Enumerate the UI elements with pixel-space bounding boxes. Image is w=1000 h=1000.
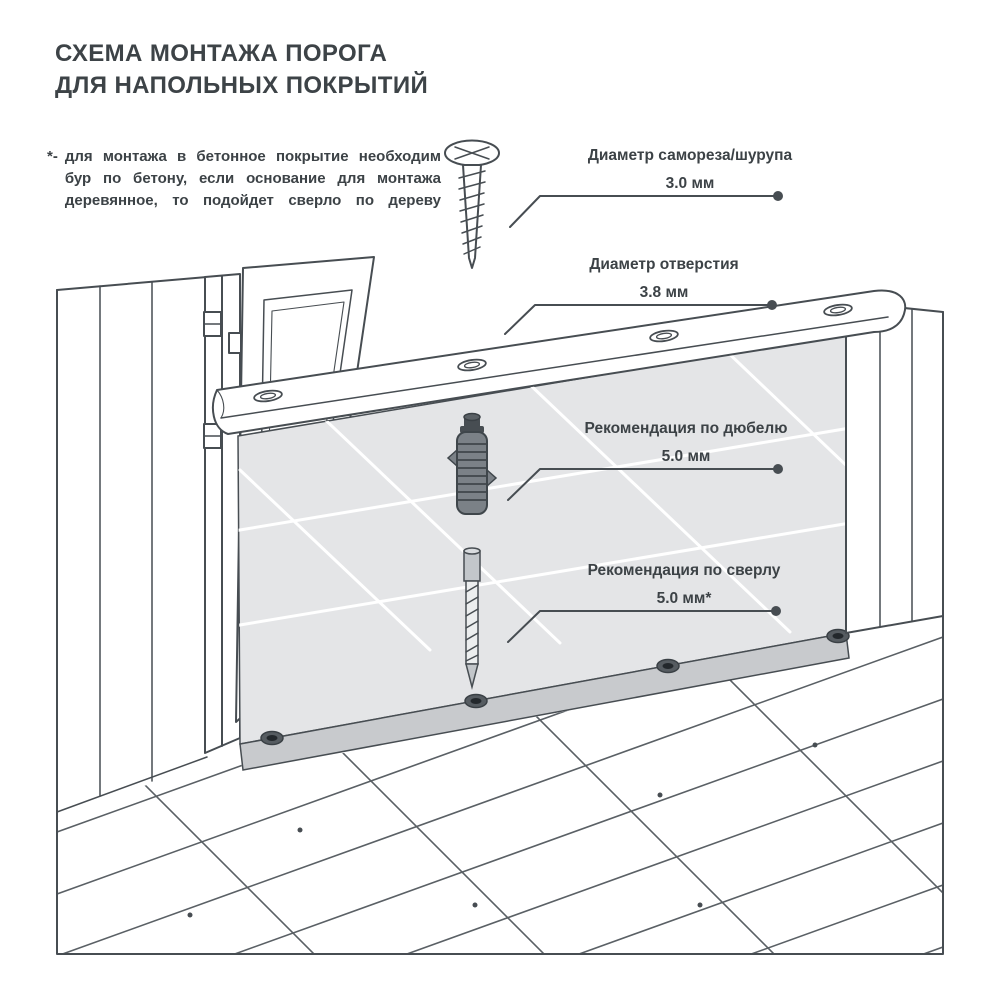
callout-hole-diameter-value: 3.8 мм [640,284,689,301]
screed-edge-band [239,628,850,771]
callout-screw-diameter-label: Диаметр самореза/шурупа [588,147,793,164]
callout-dot [767,300,777,310]
page-title-line2: ДЛЯ НАПОЛЬНЫХ ПОКРЫТИЙ [55,71,429,99]
page-title-line1: СХЕМА МОНТАЖА ПОРОГА [55,40,388,67]
footnote: *- для монтажа в бетонное покрытие необх… [47,146,441,211]
left-wall [56,276,208,813]
callout-drill-recommendation-value: 5.0 мм* [657,590,713,607]
callout-drill-recommendation-label: Рекомендация по сверлу [588,562,781,579]
dowel-holes [260,628,850,746]
footnote-marker: *- [47,148,58,165]
page-header: СХЕМА МОНТАЖА ПОРОГА ДЛЯ НАПОЛЬНЫХ ПОКРЫ… [55,38,428,102]
callout-dowel-recommendation: Рекомендация по дюбелю 5.0 мм [507,420,788,501]
right-wall [845,301,944,634]
callout-drill-recommendation: Рекомендация по сверлу 5.0 мм* [507,562,781,643]
screed-area [237,333,847,745]
callout-dot [773,464,783,474]
footnote-text: для монтажа в бетонное покрытие необходи… [64,148,441,209]
callout-dowel-recommendation-label: Рекомендация по дюбелю [585,420,788,437]
door-frame [203,273,242,754]
callout-dot [773,191,783,201]
screw-icon [444,139,500,269]
callout-dot [771,606,781,616]
callout-dowel-recommendation-value: 5.0 мм [662,448,711,465]
drill-bit-icon [463,547,481,690]
callout-hole-diameter-label: Диаметр отверстия [589,256,738,273]
dowel-icon [446,412,498,515]
page-title: СХЕМА МОНТАЖА ПОРОГА ДЛЯ НАПОЛЬНЫХ ПОКРЫ… [55,38,428,102]
threshold-screw-holes [253,303,853,403]
tile-joint-lines [238,343,846,652]
callout-screw-diameter-value: 3.0 мм [666,175,715,192]
threshold-profile [212,289,907,435]
latch-plate [228,332,242,354]
callout-screw-diameter: Диаметр самореза/шурупа 3.0 мм [509,147,793,228]
floor-nail-dots [187,742,818,918]
callout-hole-diameter: Диаметр отверстия 3.8 мм [504,256,777,335]
diagram-border [56,289,944,955]
